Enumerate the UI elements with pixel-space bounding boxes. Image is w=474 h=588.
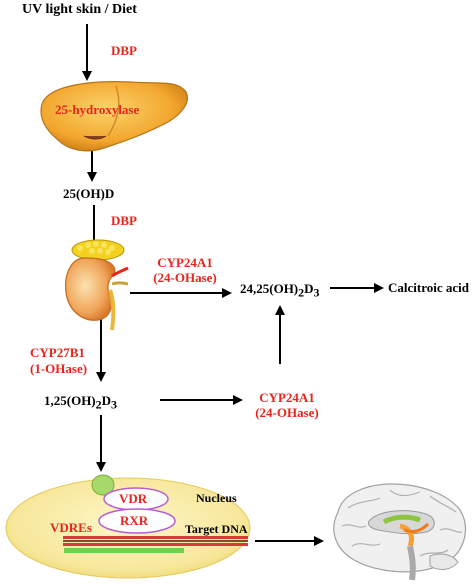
calcitroic-acid-label: Calcitroic acid bbox=[388, 281, 469, 294]
cyp24a1-top-label: CYP24A1 (24-OHase) bbox=[143, 256, 227, 284]
vdres-label: VDREs bbox=[50, 520, 92, 535]
calcitriol-sub1: 2 bbox=[95, 397, 102, 412]
cyp24a1-bottom-name: CYP24A1 bbox=[259, 390, 315, 405]
dna-strand-top bbox=[63, 536, 248, 539]
rxr-label: RXR bbox=[120, 513, 149, 528]
dbp-label-mid: DBP bbox=[111, 213, 137, 228]
calcitriol-mid: D bbox=[101, 393, 112, 408]
kidney-illustration bbox=[65, 239, 129, 331]
dna-strand-middle bbox=[63, 540, 248, 542]
calcitriol-sub2: 3 bbox=[111, 397, 118, 412]
cyp24a1-top-sub: (24-OHase) bbox=[153, 270, 217, 285]
vdr-label: VDR bbox=[119, 491, 148, 506]
rxr-shape bbox=[98, 508, 176, 534]
vdre-box bbox=[64, 548, 184, 553]
24-25-mid: D bbox=[304, 281, 314, 296]
25ohd-label: 25(OH)D bbox=[63, 186, 115, 201]
nucleus-label: Nucleus bbox=[196, 491, 237, 505]
vdr-ligand-ball bbox=[91, 474, 115, 496]
source-label: UV light skin / Diet bbox=[22, 2, 137, 17]
cyp24a1-top-name: CYP24A1 bbox=[157, 255, 213, 270]
cyp27b1-name: CYP27B1 bbox=[30, 345, 85, 360]
cyp24a1-bottom-label: CYP24A1 (24-OHase) bbox=[245, 391, 329, 419]
liver-illustration bbox=[40, 81, 188, 152]
dbp-label-top: DBP bbox=[111, 43, 137, 58]
calcitriol-label: 1,25(OH)2D3 bbox=[44, 394, 117, 411]
24-25-sub2: 3 bbox=[313, 285, 320, 300]
24-25-prefix: 24,25(OH) bbox=[240, 281, 299, 296]
brain-illustration bbox=[333, 483, 467, 581]
dna-strand-bottom bbox=[63, 543, 248, 546]
24-25-oh2d3-label: 24,25(OH)2D3 bbox=[240, 282, 320, 299]
nucleus-illustration bbox=[5, 474, 251, 579]
cyp24a1-bottom-sub: (24-OHase) bbox=[255, 405, 319, 420]
24-25-sub1: 2 bbox=[298, 285, 305, 300]
cyp27b1-sub: (1-OHase) bbox=[30, 361, 88, 376]
calcitriol-prefix: 1,25(OH) bbox=[44, 393, 96, 408]
liver-enzyme-label: 25-hydroxylase bbox=[55, 102, 140, 117]
target-dna-label: Target DNA bbox=[185, 522, 248, 536]
cyp27b1-label: CYP27B1 (1-OHase) bbox=[30, 346, 87, 375]
